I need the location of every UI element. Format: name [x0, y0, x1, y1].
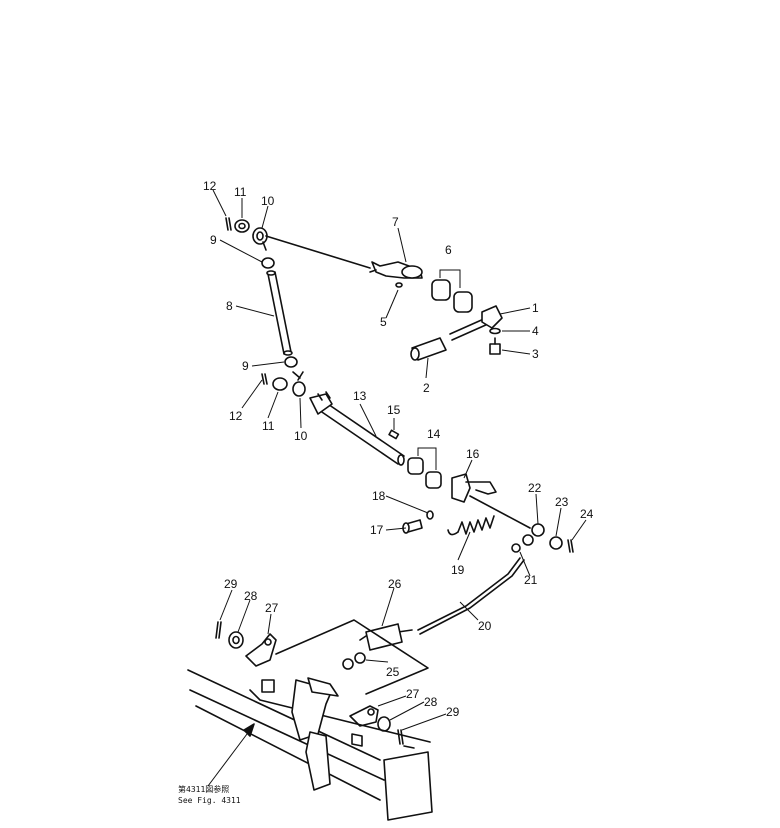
part-10-ball-joint-bottom	[292, 371, 306, 397]
callout-20: 20	[478, 619, 492, 633]
callout-27-left: 27	[265, 601, 279, 615]
callout-10-bottom: 10	[294, 429, 308, 443]
part-9-nut-bottom	[284, 356, 298, 368]
callout-18: 18	[372, 489, 386, 503]
part-11-nut-top	[234, 219, 250, 233]
part-7-lever	[369, 261, 423, 279]
part-19-spring	[447, 515, 495, 536]
part-8-rod	[266, 270, 293, 356]
callout-28-right: 28	[424, 695, 438, 709]
callout-24: 24	[580, 507, 594, 521]
callout-numbers: 1 2 3 4 5 6 7 8 9 9 10 10 11 11 12 12 13…	[203, 179, 594, 719]
part-25-nuts	[342, 652, 366, 670]
callout-22: 22	[528, 481, 542, 495]
part-27-bracket-left	[245, 633, 277, 667]
callout-9-top: 9	[210, 233, 217, 247]
callout-7: 7	[392, 215, 399, 229]
callout-5: 5	[380, 315, 387, 329]
callout-15: 15	[387, 403, 401, 417]
part-17-bolt	[402, 519, 423, 534]
part-28-washer-left	[228, 631, 244, 649]
part-12-cotter-pin-bottom	[261, 373, 268, 385]
reference-note-line-2: See Fig. 4311	[178, 796, 241, 805]
part-22-nut	[522, 523, 545, 546]
part-12-cotter-pin-top	[225, 217, 232, 231]
part-10-ball-joint-top	[252, 227, 268, 251]
callout-17: 17	[370, 523, 384, 537]
part-23-nut	[549, 536, 563, 550]
part-6-bushings	[431, 269, 473, 313]
callout-27-right: 27	[406, 687, 420, 701]
callout-11-top: 11	[234, 185, 247, 199]
callout-26: 26	[388, 577, 402, 591]
callout-29-right: 29	[446, 705, 460, 719]
link-line-10-to-7	[265, 235, 371, 269]
part-9-nut-top	[261, 257, 275, 269]
part-16-arm	[451, 473, 531, 529]
part-15-key	[388, 429, 400, 440]
part-21-nut	[511, 543, 521, 553]
callout-14: 14	[427, 427, 441, 441]
callout-12-top: 12	[203, 179, 217, 193]
callout-11-bottom: 11	[262, 419, 275, 433]
callout-6: 6	[445, 243, 452, 257]
callout-10-top: 10	[261, 194, 275, 208]
part-29-pin-left	[215, 621, 222, 639]
part-18-washer	[426, 510, 434, 520]
part-24-cotter-pin	[567, 539, 574, 553]
chassis-frame	[187, 669, 433, 821]
callout-16: 16	[466, 447, 480, 461]
part-2-knob	[410, 337, 447, 361]
callout-8: 8	[226, 299, 233, 313]
callout-4: 4	[532, 324, 539, 338]
callout-21: 21	[524, 573, 538, 587]
part-29-pin-right	[397, 729, 404, 745]
callout-9-bottom: 9	[242, 359, 249, 373]
reference-arrow	[207, 723, 255, 787]
callout-25: 25	[386, 665, 400, 679]
callout-12-bottom: 12	[229, 409, 243, 423]
callout-3: 3	[532, 347, 539, 361]
callout-2: 2	[423, 381, 430, 395]
part-1-lever-arm	[449, 305, 503, 341]
callout-19: 19	[451, 563, 465, 577]
part-26-clevis	[359, 623, 403, 651]
reference-note-line-1: 第4311図参照	[178, 784, 229, 794]
part-5-pin	[395, 282, 403, 288]
part-drawings	[187, 217, 574, 821]
part-3-bolt	[489, 337, 501, 355]
leader-lines	[212, 189, 587, 731]
part-13-shaft	[309, 391, 405, 466]
linkage-outline	[275, 619, 429, 695]
callout-1: 1	[532, 301, 539, 315]
part-11-nut-bottom	[272, 377, 288, 391]
callout-23: 23	[555, 495, 569, 509]
part-14-bushings	[407, 447, 442, 489]
part-4-washer	[489, 327, 501, 335]
reference-note: 第4311図参照 See Fig. 4311	[178, 784, 241, 805]
callout-13: 13	[353, 389, 367, 403]
callout-28-left: 28	[244, 589, 258, 603]
callout-29-left: 29	[224, 577, 238, 591]
